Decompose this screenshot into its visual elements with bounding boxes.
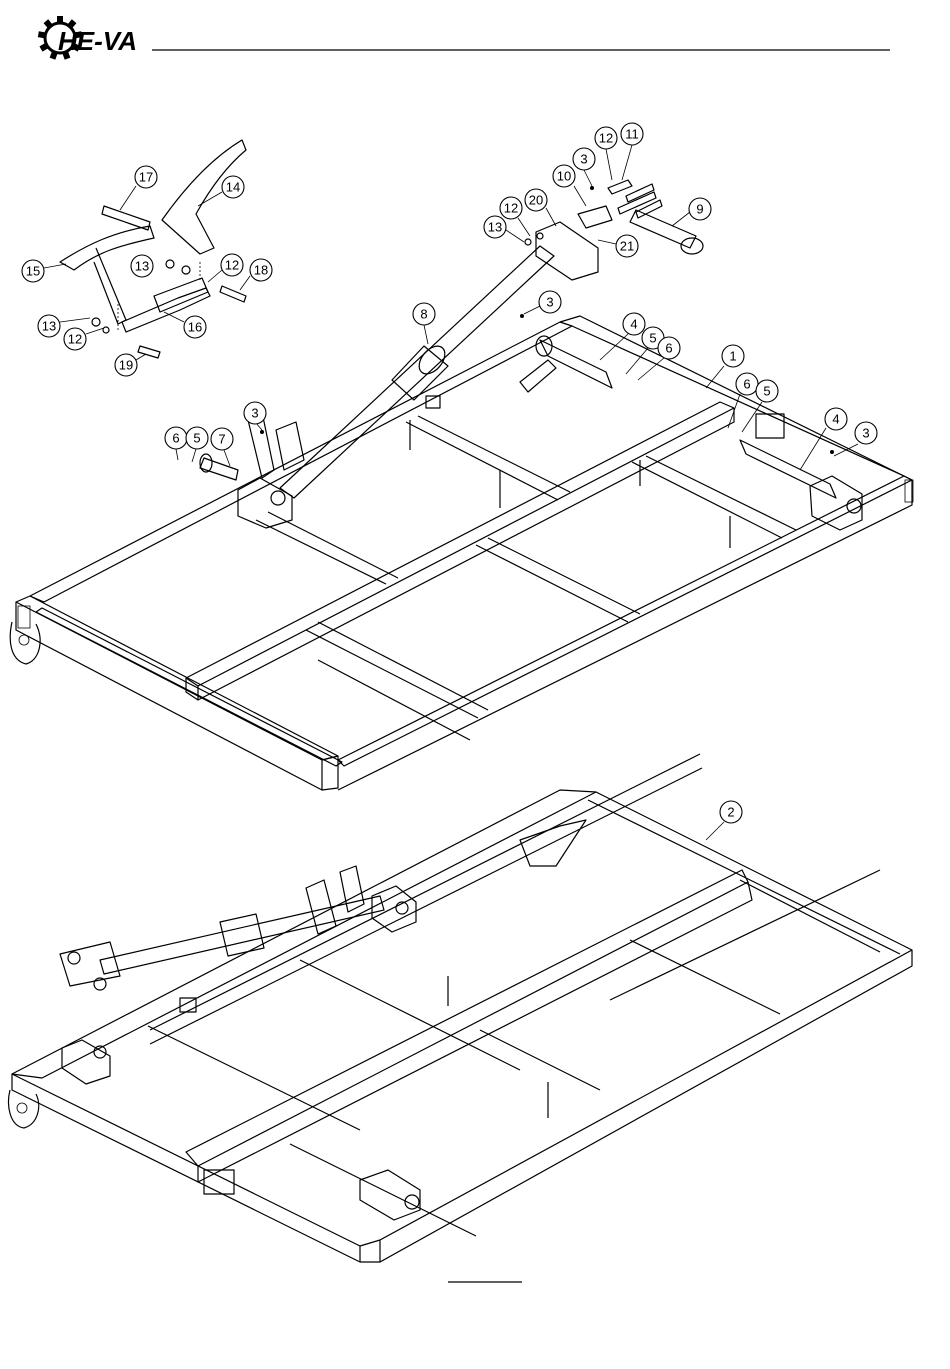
callout-21: 21 <box>598 235 638 257</box>
callout-12-b: 12 <box>64 328 104 350</box>
callout-2: 2 <box>706 801 742 840</box>
svg-text:5: 5 <box>193 431 200 446</box>
svg-text:15: 15 <box>26 264 40 279</box>
svg-text:13: 13 <box>135 259 149 274</box>
svg-text:3: 3 <box>862 426 869 441</box>
svg-text:3: 3 <box>546 295 553 310</box>
callout-3-a: 3 <box>573 148 595 186</box>
callout-18: 18 <box>240 259 272 290</box>
callout-12-a: 12 <box>208 254 243 282</box>
svg-text:16: 16 <box>188 320 202 335</box>
callout-11: 11 <box>621 123 643 180</box>
svg-text:1: 1 <box>729 349 736 364</box>
svg-text:19: 19 <box>119 358 133 373</box>
callout-7: 7 <box>211 428 233 466</box>
svg-text:5: 5 <box>763 384 770 399</box>
callout-13-c: 13 <box>484 216 524 242</box>
svg-text:4: 4 <box>630 317 637 332</box>
callout-6-c: 6 <box>165 427 187 460</box>
callout-20: 20 <box>525 189 556 226</box>
svg-text:12: 12 <box>225 258 239 273</box>
callout-9: 9 <box>672 198 711 226</box>
callout-12-c: 12 <box>595 127 617 180</box>
svg-text:12: 12 <box>68 332 82 347</box>
svg-text:9: 9 <box>696 202 703 217</box>
svg-text:3: 3 <box>251 406 258 421</box>
callout-6-b: 6 <box>728 373 758 428</box>
svg-text:5: 5 <box>649 331 656 346</box>
svg-text:21: 21 <box>620 239 634 254</box>
svg-text:18: 18 <box>254 263 268 278</box>
callout-19: 19 <box>115 354 146 376</box>
callout-5-c: 5 <box>186 427 208 462</box>
svg-text:12: 12 <box>599 131 613 146</box>
brand-name: HE-VA <box>58 26 137 56</box>
callout-15: 15 <box>22 260 66 282</box>
svg-text:2: 2 <box>727 805 734 820</box>
callout-17: 17 <box>120 166 157 210</box>
svg-text:11: 11 <box>625 127 639 142</box>
svg-text:13: 13 <box>42 319 56 334</box>
svg-text:10: 10 <box>557 169 571 184</box>
svg-text:6: 6 <box>743 377 750 392</box>
heva-logo: HE-VA <box>38 16 137 60</box>
svg-text:12: 12 <box>504 201 518 216</box>
callout-3-c: 3 <box>244 402 266 430</box>
svg-text:6: 6 <box>172 431 179 446</box>
svg-text:4: 4 <box>832 412 839 427</box>
callout-13-a: 13 <box>131 255 153 277</box>
frame-assembly-bottom <box>9 754 912 1262</box>
svg-text:8: 8 <box>420 307 427 322</box>
svg-text:3: 3 <box>580 152 587 167</box>
svg-text:6: 6 <box>665 341 672 356</box>
frame-assembly-top <box>10 210 913 790</box>
callout-3-b: 3 <box>524 291 561 314</box>
svg-text:20: 20 <box>529 193 543 208</box>
callout-10: 10 <box>553 165 586 206</box>
svg-text:13: 13 <box>488 220 502 235</box>
callout-16: 16 <box>164 312 206 338</box>
callout-8: 8 <box>413 303 435 344</box>
svg-text:17: 17 <box>139 170 153 185</box>
svg-text:7: 7 <box>218 432 225 447</box>
svg-text:14: 14 <box>226 180 240 195</box>
callout-14: 14 <box>198 176 244 206</box>
